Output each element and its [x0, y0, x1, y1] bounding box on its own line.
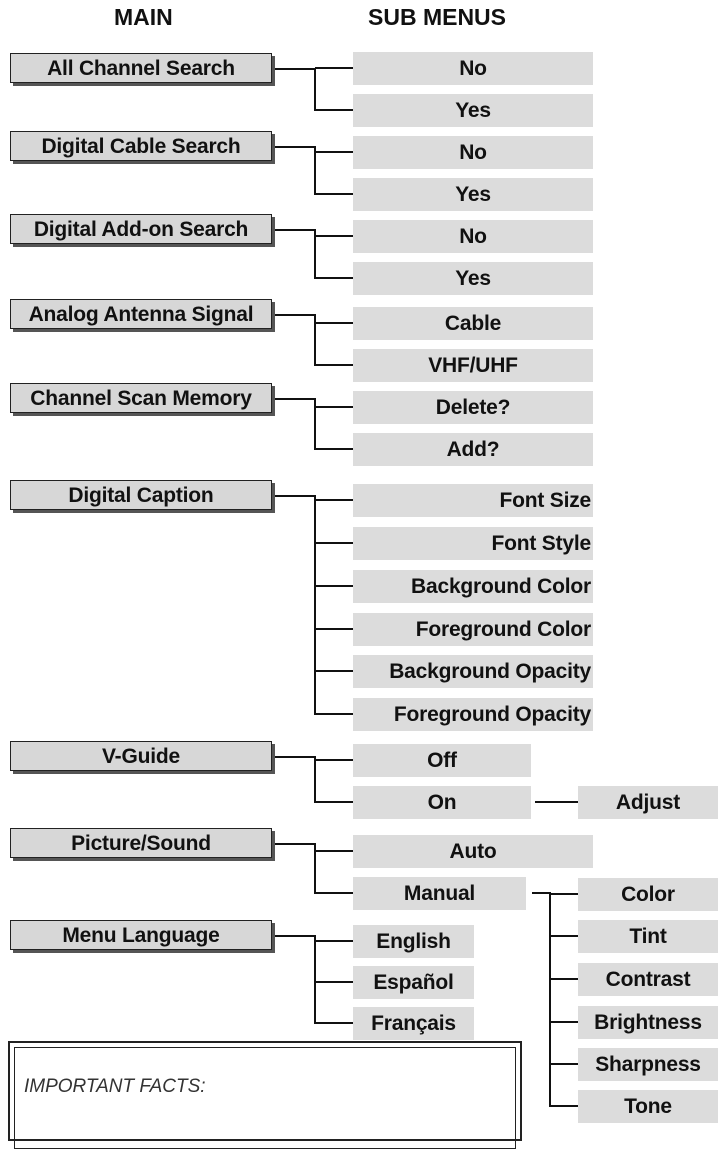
connector-branch: [315, 892, 353, 894]
connector-line: [275, 398, 315, 400]
connector-line: [275, 756, 315, 758]
sub-menu-item[interactable]: Español: [353, 966, 474, 999]
sub-menu-item[interactable]: Yes: [353, 178, 593, 211]
main-menu-item[interactable]: Digital Add-on Search: [10, 214, 272, 244]
important-facts-label: IMPORTANT FACTS:: [24, 1076, 206, 1097]
connector-branch: [315, 364, 353, 366]
sub-menu-item[interactable]: Sharpness: [578, 1048, 718, 1081]
sub-menu-item[interactable]: Foreground Color: [353, 613, 593, 646]
connector-branch: [315, 850, 353, 852]
connector-branch: [315, 193, 353, 195]
connector-trunk: [314, 68, 316, 111]
sub-menu-item[interactable]: Background Color: [353, 570, 593, 603]
sub-menu-item[interactable]: Off: [353, 744, 531, 777]
connector-branch: [315, 448, 353, 450]
connector-trunk: [314, 495, 316, 715]
connector-branch: [550, 935, 578, 937]
connector-branch: [315, 713, 353, 715]
connector-trunk: [314, 756, 316, 803]
sub-menu-item[interactable]: Tone: [578, 1090, 718, 1123]
connector-branch: [315, 981, 353, 983]
sub-menu-item[interactable]: Auto: [353, 835, 593, 868]
connector-trunk: [314, 843, 316, 894]
sub-menu-item[interactable]: No: [353, 136, 593, 169]
sub-menu-item[interactable]: Add?: [353, 433, 593, 466]
sub-menu-item[interactable]: Delete?: [353, 391, 593, 424]
sub-menu-item[interactable]: Brightness: [578, 1006, 718, 1039]
sub-menu-item[interactable]: On: [353, 786, 531, 819]
connector-branch: [550, 1063, 578, 1065]
sub-menu-item[interactable]: Adjust: [578, 786, 718, 819]
connector-branch: [550, 893, 578, 895]
connector-line: [275, 68, 315, 70]
sub-menu-item[interactable]: Contrast: [578, 963, 718, 996]
header-sub-menus: SUB MENUS: [368, 4, 507, 30]
sub-menu-item[interactable]: English: [353, 925, 474, 958]
main-menu-item[interactable]: V-Guide: [10, 741, 272, 771]
sub-menu-item[interactable]: No: [353, 52, 593, 85]
sub-menu-item[interactable]: Français: [353, 1007, 474, 1040]
connector-line: [275, 314, 315, 316]
important-facts-box: IMPORTANT FACTS:: [8, 1041, 522, 1149]
connector-line: [275, 935, 315, 937]
sub-menu-item[interactable]: Manual: [353, 877, 526, 910]
connector-branch: [550, 978, 578, 980]
connector-line: [275, 495, 315, 497]
connector-branch: [550, 1021, 578, 1023]
main-menu-item[interactable]: Channel Scan Memory: [10, 383, 272, 413]
connector-branch: [315, 585, 353, 587]
connector-branch: [315, 759, 353, 761]
sub-menu-item[interactable]: Font Style: [353, 527, 593, 560]
connector-branch: [315, 67, 353, 69]
sub-menu-item[interactable]: Color: [578, 878, 718, 911]
connector-line: [275, 146, 315, 148]
connector-branch: [550, 1105, 578, 1107]
connector-trunk: [314, 229, 316, 279]
main-menu-item[interactable]: Picture/Sound: [10, 828, 272, 858]
connector-branch: [315, 670, 353, 672]
main-menu-item[interactable]: Analog Antenna Signal: [10, 299, 272, 329]
connector-branch: [315, 151, 353, 153]
connector-line: [275, 229, 315, 231]
connector-trunk: [314, 398, 316, 450]
connector-line: [275, 843, 315, 845]
important-facts-inner-border: [14, 1047, 516, 1149]
connector-branch: [315, 1022, 353, 1024]
main-menu-item[interactable]: Digital Caption: [10, 480, 272, 510]
connector-branch: [535, 801, 578, 803]
sub-menu-item[interactable]: Yes: [353, 94, 593, 127]
connector-branch: [315, 406, 353, 408]
connector-branch: [315, 109, 353, 111]
connector-branch: [315, 277, 353, 279]
connector-branch: [315, 801, 353, 803]
main-menu-item[interactable]: All Channel Search: [10, 53, 272, 83]
connector-branch: [315, 542, 353, 544]
connector-branch: [315, 235, 353, 237]
connector-trunk: [314, 146, 316, 195]
sub-menu-item[interactable]: Background Opacity: [353, 655, 593, 688]
header-main: MAIN: [114, 4, 173, 30]
connector-branch: [315, 499, 353, 501]
connector-trunk: [549, 892, 551, 1107]
sub-menu-item[interactable]: Cable: [353, 307, 593, 340]
connector-branch: [315, 940, 353, 942]
sub-menu-item[interactable]: Tint: [578, 920, 718, 953]
sub-menu-item[interactable]: Font Size: [353, 484, 593, 517]
connector-trunk: [314, 935, 316, 1024]
sub-menu-item[interactable]: VHF/UHF: [353, 349, 593, 382]
sub-menu-item[interactable]: Foreground Opacity: [353, 698, 593, 731]
connector-branch: [315, 628, 353, 630]
connector-branch: [315, 322, 353, 324]
connector-branch: [532, 892, 550, 894]
connector-trunk: [314, 314, 316, 366]
main-menu-item[interactable]: Digital Cable Search: [10, 131, 272, 161]
sub-menu-item[interactable]: No: [353, 220, 593, 253]
main-menu-item[interactable]: Menu Language: [10, 920, 272, 950]
sub-menu-item[interactable]: Yes: [353, 262, 593, 295]
